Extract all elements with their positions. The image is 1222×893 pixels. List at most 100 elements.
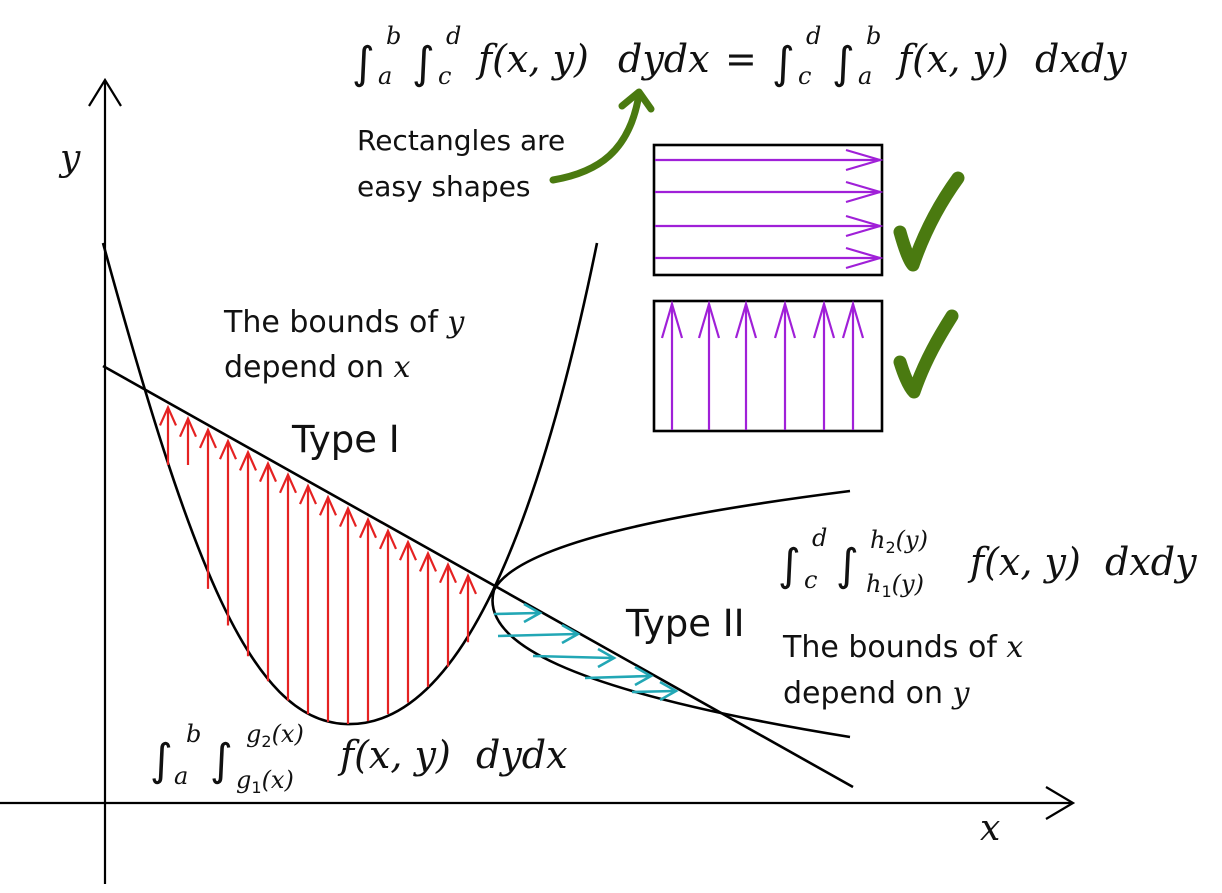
type2-arrowhead <box>634 665 654 687</box>
type1-lower-a: a <box>174 762 188 790</box>
top-lower-c2: c <box>798 62 811 90</box>
rect-note-line1: Rectangles are <box>357 124 565 157</box>
type1-arrowhead <box>418 550 438 572</box>
type1-arrowhead <box>218 438 238 460</box>
type2-integrand: f(x, y) <box>967 540 1081 584</box>
top-upper-b2: b <box>866 22 881 50</box>
type1-arrowhead <box>258 460 278 483</box>
type2-dxdy: dxdy <box>1105 540 1197 584</box>
integral-sign: ∫ <box>772 38 795 89</box>
type2-arrowhead <box>659 680 679 702</box>
type1-arrowhead <box>158 404 178 426</box>
type2-arrow <box>493 611 539 616</box>
rectangle-horizontal <box>652 143 884 277</box>
top-dxdy: dxdy <box>1035 37 1127 81</box>
rect-arrowhead <box>697 300 721 339</box>
integral-sign: ∫ <box>210 735 233 786</box>
type1-arrowhead <box>398 539 418 561</box>
rect-arrowhead <box>845 214 884 238</box>
integral-sign: ∫ <box>832 38 855 89</box>
type1-arrowhead <box>178 416 198 438</box>
type2-arrow <box>631 689 675 694</box>
type1-arrowhead <box>458 573 478 595</box>
type2-lower-h1: h1(y) <box>866 570 924 601</box>
rect-arrowhead <box>845 148 884 172</box>
type2-arrows <box>493 602 679 702</box>
type1-arrowhead <box>198 427 218 449</box>
top-upper-d: d <box>446 22 461 50</box>
rect-arrowhead <box>845 246 884 270</box>
note-arrow <box>549 88 655 184</box>
note-arrow-shaft <box>549 96 642 184</box>
x-axis-label: x <box>980 808 1000 849</box>
type2-formula: ∫ d c ∫ h2(y) h1(y) f(x, y) dxdy <box>778 524 1197 601</box>
type1-arrowhead <box>238 449 258 471</box>
top-lower-a2: a <box>858 62 872 90</box>
top-lower-a: a <box>378 62 392 90</box>
type1-label: Type I <box>291 418 400 461</box>
type1-arrowhead <box>278 472 298 494</box>
type2-upper-d: d <box>812 524 827 552</box>
top-upper-b: b <box>386 22 401 50</box>
integral-sign: ∫ <box>150 735 173 786</box>
rect-arrowhead <box>845 180 884 204</box>
x-bounds-note-line1: The bounds of x <box>782 630 1023 665</box>
integral-sign: ∫ <box>836 540 859 591</box>
integral-sign: ∫ <box>412 38 435 89</box>
type2-arrowhead <box>523 602 543 624</box>
type1-integrand: f(x, y) <box>337 733 451 777</box>
y-bounds-note-line1: The bounds of y <box>223 305 465 340</box>
type1-formula: ∫ b a ∫ g2(x) g1(x) f(x, y) dydx <box>150 720 568 797</box>
checkmark-icon <box>893 171 965 272</box>
top-integrand: f(x, y) <box>475 37 589 81</box>
rect-arrowhead <box>773 300 797 339</box>
top-upper-d2: d <box>806 22 821 50</box>
integral-sign: ∫ <box>778 540 801 591</box>
type1-dydx: dydx <box>476 733 568 777</box>
rectangle-frame <box>652 143 884 277</box>
rectangle-frame <box>652 299 884 433</box>
type2-arrowhead <box>597 647 617 669</box>
type1-arrowhead <box>318 494 338 516</box>
top-integrand2: f(x, y) <box>895 37 1009 81</box>
type2-arrow <box>584 674 650 680</box>
type1-arrowhead <box>438 561 458 584</box>
axes: y x <box>0 77 1076 884</box>
rect-arrowhead <box>841 300 865 339</box>
type1-upper-g2: g2(x) <box>246 720 304 751</box>
rect-note-line2: easy shapes <box>357 170 531 203</box>
type1-lower-g1: g1(x) <box>236 766 294 797</box>
y-axis-label: y <box>58 138 81 179</box>
top-formula: ∫ b a ∫ d c f(x, y) dydx = ∫ d c ∫ b a f… <box>352 22 1127 90</box>
checkmark-icon <box>893 309 959 399</box>
type2-label: Type II <box>625 602 745 645</box>
y-axis-arrowhead <box>88 77 122 107</box>
type1-arrows <box>158 404 478 724</box>
top-lower-c: c <box>438 62 451 90</box>
parabola-curve <box>101 242 599 726</box>
type1-arrowhead <box>358 517 378 539</box>
y-bounds-note-line2: depend on x <box>224 350 411 385</box>
rect-arrowhead <box>660 300 684 339</box>
straight-line <box>102 364 854 789</box>
note-arrowhead <box>618 88 655 113</box>
type1-arrowhead <box>378 528 398 550</box>
type1-arrowhead <box>298 483 318 505</box>
rect-arrowhead <box>734 300 758 339</box>
annotations: Rectangles are easy shapes The bounds of… <box>223 124 1023 711</box>
type1-arrowhead <box>338 505 358 527</box>
type1-upper-b: b <box>186 720 201 748</box>
top-dydx: dydx <box>618 37 710 81</box>
x-axis-arrowhead <box>1045 786 1076 820</box>
type2-lower-c: c <box>804 566 817 594</box>
type2-arrow <box>532 654 613 660</box>
x-bounds-note-line2: depend on y <box>783 676 971 711</box>
rect-arrowhead <box>812 300 836 339</box>
type2-upper-h2: h2(y) <box>870 526 928 557</box>
integral-sign: ∫ <box>352 38 375 89</box>
checkmarks <box>893 171 965 399</box>
type2-arrowhead <box>561 623 581 645</box>
type2-arrow <box>497 632 577 638</box>
